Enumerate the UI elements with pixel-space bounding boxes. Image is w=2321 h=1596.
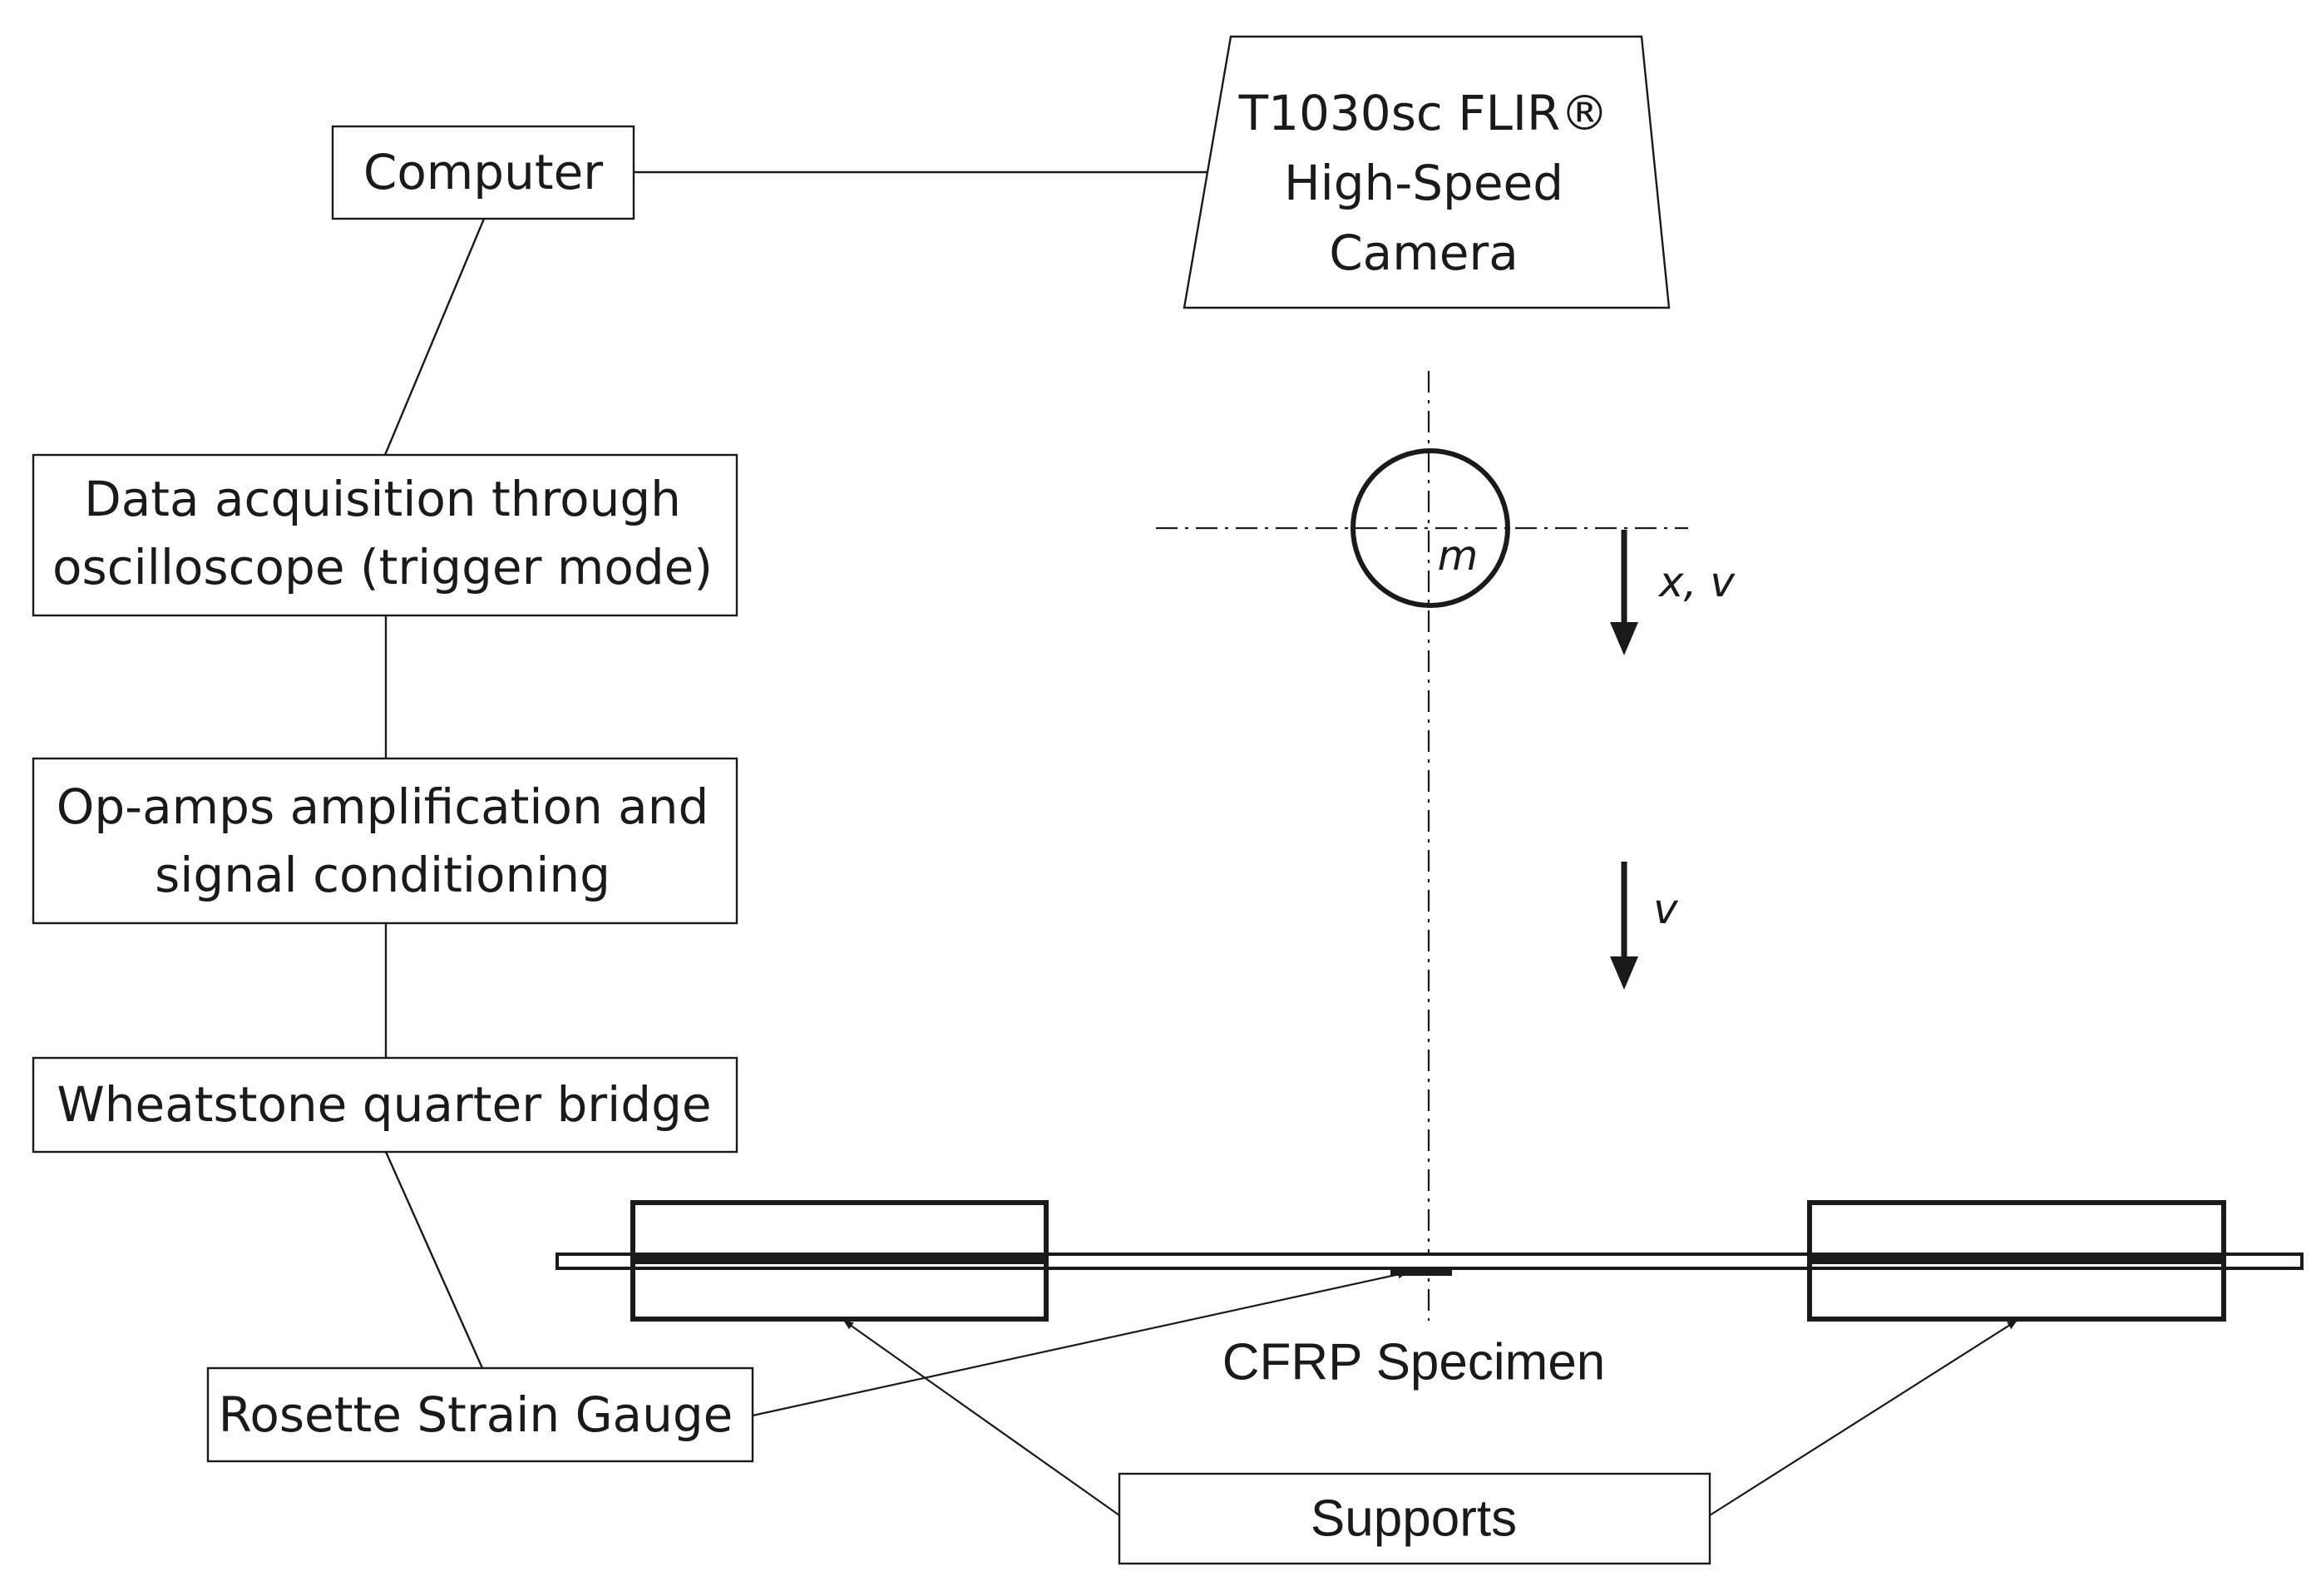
displacement-velocity-label: x, v	[1657, 558, 1736, 606]
right-support-pointer	[1709, 1320, 2017, 1516]
opamp-label-line2: signal conditioning	[155, 847, 610, 903]
impactor-mass	[1351, 448, 1510, 608]
velocity-label: v	[1653, 885, 1679, 933]
computer-box: Computer	[331, 125, 635, 220]
mass-label: m	[1438, 531, 1479, 580]
daq-label-line2: oscilloscope (trigger mode)	[52, 539, 713, 595]
opamp-label-line1: Op-amps amplification and	[57, 778, 709, 835]
camera-label-line3: Camera	[1329, 225, 1519, 281]
gauge-pointer	[752, 1270, 1408, 1417]
supports-box: Supports	[1118, 1472, 1711, 1565]
supports-label: Supports	[1311, 1490, 1517, 1548]
computer-daq-link	[383, 218, 486, 456]
bridge-label: Wheatstone quarter bridge	[57, 1076, 711, 1133]
signal-chain-connectors	[383, 170, 1216, 1369]
opamp-box: Op-amps amplification and signal conditi…	[32, 757, 738, 925]
left-support-pointer	[843, 1320, 1120, 1516]
strain-gauge-patch	[1390, 1267, 1452, 1276]
daq-label-line1: Data acquisition through	[84, 471, 681, 527]
camera-label-line2: High-Speed	[1284, 155, 1563, 211]
gauge-box: Rosette Strain Gauge	[206, 1366, 754, 1463]
gauge-label: Rosette Strain Gauge	[219, 1386, 733, 1443]
specimen-label: CFRP Specimen	[1222, 1334, 1606, 1391]
displacement-velocity-arrow	[1610, 530, 1638, 655]
camera-box: T1030sc FLIR® High-Speed Camera	[1183, 35, 1671, 309]
bridge-box: Wheatstone quarter bridge	[32, 1056, 738, 1154]
computer-label: Computer	[363, 144, 603, 200]
pointer-arrows	[752, 1270, 2017, 1516]
camera-label-line1: T1030sc FLIR®	[1238, 85, 1609, 141]
right-support	[1807, 1200, 2226, 1322]
left-support	[630, 1200, 1049, 1322]
bridge-gauge-link	[384, 1151, 484, 1369]
daq-box: Data acquisition through oscilloscope (t…	[32, 453, 738, 617]
velocity-arrow	[1610, 862, 1638, 990]
